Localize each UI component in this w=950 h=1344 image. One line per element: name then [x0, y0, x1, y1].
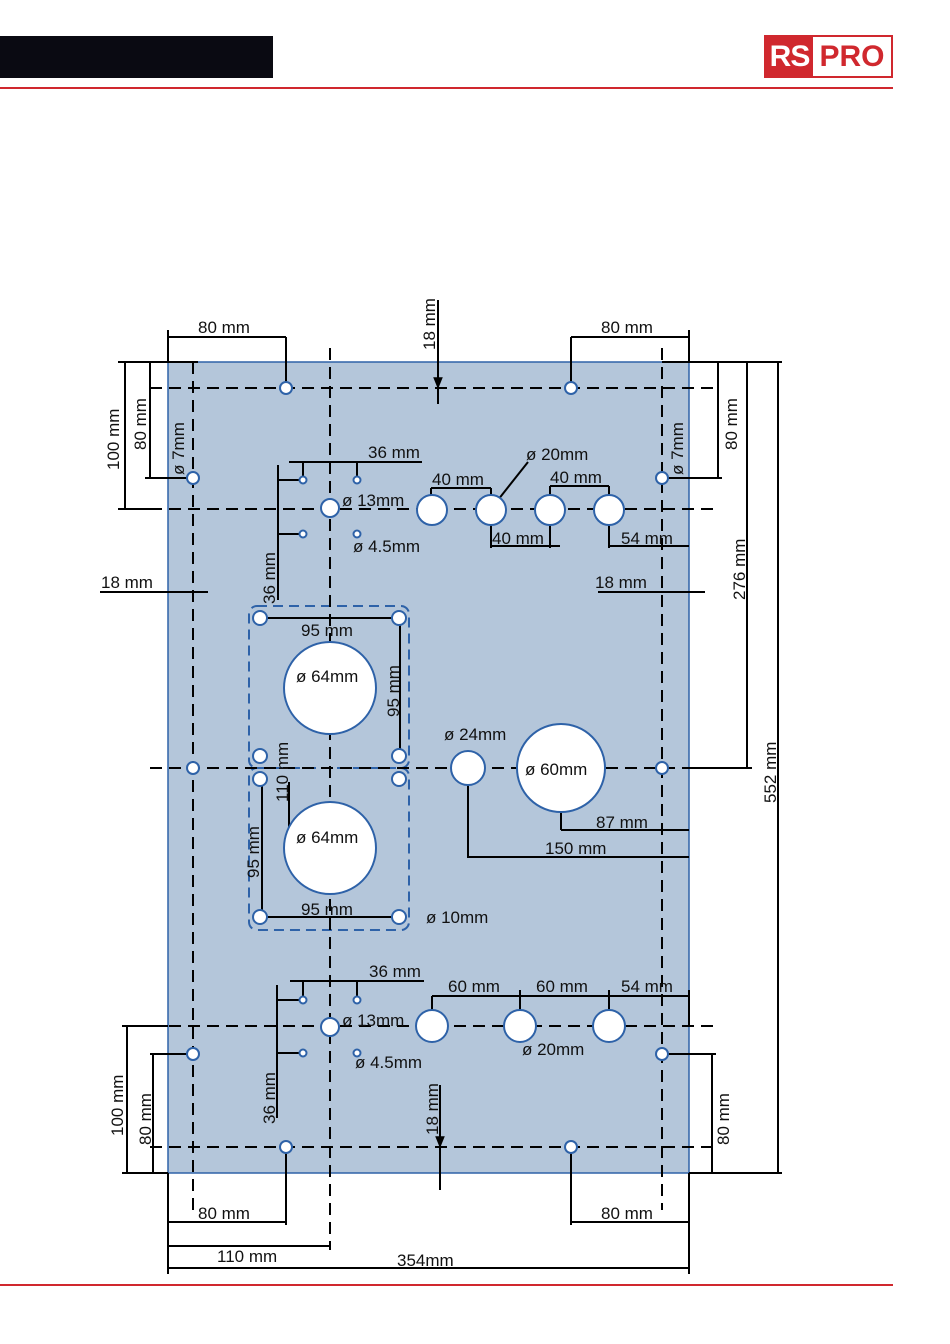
label-right-18: 18 mm	[595, 573, 647, 592]
centerlines	[150, 348, 715, 1250]
header-black-bar	[0, 36, 273, 78]
label-left-80: 80 mm	[131, 398, 150, 450]
label-top-40a: 40 mm	[432, 470, 484, 489]
label-top-d20: ø 20mm	[526, 445, 588, 464]
label-bot-60b: 60 mm	[536, 977, 588, 996]
label-top-36v: 36 mm	[260, 552, 279, 604]
header-rule	[0, 87, 893, 89]
label-panel-95-v: 95 mm	[384, 665, 403, 717]
label-panel-95-top: 95 mm	[301, 621, 353, 640]
label-bot-80-left: 80 mm	[198, 1204, 250, 1223]
logo-rs: RS	[766, 37, 813, 76]
label-87: 87 mm	[596, 813, 648, 832]
label-bot-18: 18 mm	[423, 1083, 442, 1135]
rs-pro-logo: RS PRO	[764, 35, 893, 78]
label-right-276: 276 mm	[730, 539, 749, 600]
label-bot-110: 110 mm	[217, 1247, 277, 1266]
label-top-18: 18 mm	[420, 298, 439, 350]
label-top-40b: 40 mm	[550, 468, 602, 487]
label-150: 150 mm	[545, 839, 606, 858]
label-top-54: 54 mm	[621, 529, 673, 548]
label-right-80: 80 mm	[722, 398, 741, 450]
label-bot-left-80: 80 mm	[136, 1093, 155, 1145]
label-left-18: 18 mm	[101, 573, 153, 592]
dimension-lines	[100, 300, 782, 1274]
label-bot-d13: ø 13mm	[342, 1011, 404, 1030]
footer-rule	[0, 1284, 893, 1286]
label-panel-95-v2: 95 mm	[244, 826, 263, 878]
label-d24: ø 24mm	[444, 725, 506, 744]
label-top-d13: ø 13mm	[342, 491, 404, 510]
label-right-d7: ø 7mm	[668, 422, 687, 475]
label-top-36: 36 mm	[368, 443, 420, 462]
label-bot-354: 354mm	[397, 1251, 454, 1270]
label-bot-60a: 60 mm	[448, 977, 500, 996]
label-top-d45: ø 4.5mm	[353, 537, 420, 556]
label-panel-95-bot: 95 mm	[301, 900, 353, 919]
label-bot-d20: ø 20mm	[522, 1040, 584, 1059]
label-d60: ø 60mm	[525, 760, 587, 779]
label-panel-d64-bot: ø 64mm	[296, 828, 358, 847]
logo-pro: PRO	[819, 39, 885, 73]
label-left-100: 100 mm	[104, 409, 123, 470]
label-bot-right-80: 80 mm	[714, 1093, 733, 1145]
label-panel-d64-top: ø 64mm	[296, 667, 358, 686]
label-bot-d45: ø 4.5mm	[355, 1053, 422, 1072]
label-right-552: 552 mm	[761, 742, 780, 803]
label-bot-36v: 36 mm	[260, 1072, 279, 1124]
holes	[186, 381, 669, 1154]
label-bot-36: 36 mm	[369, 962, 421, 981]
label-left-d7: ø 7mm	[169, 422, 188, 475]
label-top-right-80: 80 mm	[601, 318, 653, 337]
label-top-40c: 40 mm	[492, 529, 544, 548]
label-d10: ø 10mm	[426, 908, 488, 927]
label-bot-left-100: 100 mm	[108, 1075, 127, 1136]
label-bot-80-right: 80 mm	[601, 1204, 653, 1223]
label-panel-110: 110 mm	[273, 742, 292, 802]
label-bot-54: 54 mm	[621, 977, 673, 996]
label-top-left-80: 80 mm	[198, 318, 250, 337]
